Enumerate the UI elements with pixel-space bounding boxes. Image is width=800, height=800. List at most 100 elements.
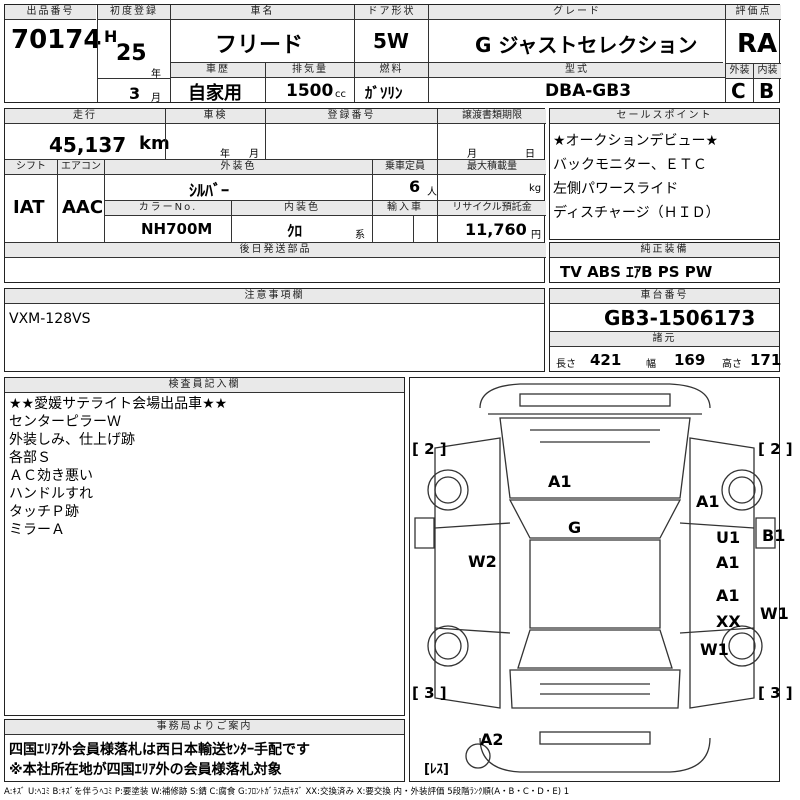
door-type: 5W <box>373 29 409 53</box>
inspector-note: タッチＰ跡 <box>9 504 79 520</box>
damage-a1-hood: A1 <box>548 472 572 491</box>
sales-line: ★オークションデビュー★ <box>553 133 719 149</box>
displacement: 1500 <box>286 81 334 101</box>
office-box: 事務局よりご案内 四国ｴﾘｱ外会員様落札は西日本輸送ｾﾝﾀｰ手配です ※本社所在… <box>4 719 405 782</box>
inspector-label: 検査員記入欄 <box>5 378 404 393</box>
inspection-label: 車検 <box>166 109 265 124</box>
equipment: TV ABS ｴｱB PS PW <box>560 263 713 281</box>
inspector-notes: ★★愛媛サテライト会場出品車★★ センターピラーＷ 外装しみ、仕上げ跡 各部Ｓ … <box>9 395 227 539</box>
inspector-note: ハンドルすれ <box>9 486 93 502</box>
score: RA <box>737 29 778 59</box>
office-label: 事務局よりご案内 <box>5 720 404 735</box>
score-label: 評価点 <box>726 5 781 20</box>
inspector-note: ＡＣ効き悪い <box>9 468 93 484</box>
import-label: 輸入車 <box>373 201 437 216</box>
damage-g-windshield: G <box>568 518 582 537</box>
model-code: DBA-GB3 <box>545 81 632 101</box>
inspector-note: センターピラーＷ <box>9 414 121 430</box>
ac-label: エアコン <box>58 160 104 175</box>
color-no-label: カラーNo. <box>105 201 231 216</box>
equipment-label: 純正装備 <box>550 243 779 258</box>
tire-rear-left: [ 3 ] <box>412 684 447 702</box>
lot-label: 出品番号 <box>5 5 96 20</box>
tire-front-left: [ 2 ] <box>412 440 447 458</box>
transfer-label: 譲渡書類期限 <box>438 109 546 124</box>
exterior-label: 外装 <box>726 64 753 79</box>
seats-label: 乗車定員 <box>373 160 437 175</box>
int-color-unit: 系 <box>355 230 365 241</box>
load-unit: kg <box>529 183 542 194</box>
inspector-note: ★★愛媛サテライト会場出品車★★ <box>9 396 228 412</box>
yen-unit: 円 <box>531 230 541 241</box>
interior-color-label: 内装色 <box>232 201 372 216</box>
damage-map-box: [ 2 ] [ 2 ] [ 3 ] [ 3 ] A1 A1 G W2 U1 B1… <box>409 377 793 782</box>
chassis-label: 車台番号 <box>550 289 779 304</box>
interior-label: 内装 <box>754 64 781 79</box>
car-diagram <box>414 383 776 773</box>
year-unit: 年 <box>151 69 161 80</box>
sales-point-label: セールスポイント <box>550 109 779 124</box>
length-label: 長さ <box>556 359 576 370</box>
spare-tire-status: [ﾚｽ] <box>424 762 449 777</box>
door-label: ドア形状 <box>355 5 428 20</box>
sales-point-box: セールスポイント ★オークションデビュー★ バックモニター、ＥＴＣ 左側パワース… <box>549 108 780 240</box>
color-label: 外装色 <box>105 160 372 175</box>
exterior-grade: C <box>731 79 746 103</box>
office-line: ※本社所在地が四国ｴﾘｱ外の会員様落札対象 <box>9 762 282 778</box>
mileage-label: 走行 <box>5 109 165 124</box>
fuel: ｶﾞｿﾘﾝ <box>365 84 403 102</box>
vehicle-detail-box: 走行 45,137 km 車検 年 月 登録番号 譲渡書類期限 月 日 シフト … <box>4 108 546 283</box>
displacement-label: 排気量 <box>266 63 354 78</box>
damage-w2: W2 <box>468 552 497 571</box>
damage-b1: B1 <box>762 526 786 545</box>
cc-unit: cc <box>335 89 346 100</box>
seats: 6 <box>409 177 421 196</box>
later-parts-label: 後日発送部品 <box>5 243 546 258</box>
first-reg-label: 初度登録 <box>98 5 170 20</box>
seats-unit: 人 <box>427 187 437 198</box>
month-unit: 月 <box>151 93 161 104</box>
recycle-fee: 11,760 <box>465 220 527 239</box>
lot-number: 70174 <box>11 25 102 55</box>
model-label: 型式 <box>429 63 725 78</box>
transfer-month: 月 <box>467 149 477 160</box>
reg-month: 3 <box>129 84 141 103</box>
car-name: フリード <box>215 33 304 58</box>
inspect-month-unit: 月 <box>249 149 259 160</box>
km-unit: km <box>139 133 170 154</box>
tire-rear-right: [ 3 ] <box>758 684 793 702</box>
width: 169 <box>674 351 706 369</box>
load-label: 最大積載量 <box>438 160 546 175</box>
caution-box: 注意事項欄 VXM-128VS <box>4 288 545 372</box>
caution-label: 注意事項欄 <box>5 289 544 304</box>
inspector-note: ミラーＡ <box>9 522 65 538</box>
sales-line: ディスチャージ（ＨＩＤ） <box>553 205 720 221</box>
equipment-box: 純正装備 TV ABS ｴｱB PS PW <box>549 242 780 283</box>
reg-number-label: 登録番号 <box>266 109 437 124</box>
width-label: 幅 <box>646 359 656 370</box>
grade: G ジャストセレクション <box>475 33 698 57</box>
recycle-label: リサイクル預託金 <box>438 201 546 216</box>
reg-year: 25 <box>116 41 147 66</box>
air-conditioner: AAC <box>62 197 104 218</box>
caution-text: VXM-128VS <box>9 311 91 327</box>
history-label: 車歴 <box>171 63 265 78</box>
damage-a1-door: A1 <box>716 553 740 572</box>
damage-w1-rear: W1 <box>700 640 729 659</box>
length: 421 <box>590 351 622 369</box>
chassis-box: 車台番号 GB3-1506173 諸元 長さ 421 幅 169 高さ 171 <box>549 288 782 372</box>
sales-line: 左側パワースライド <box>553 181 679 197</box>
interior-color: ｸﾛ <box>287 222 303 240</box>
era: H <box>104 27 118 46</box>
mileage: 45,137 <box>49 133 127 157</box>
damage-xx: XX <box>716 612 741 631</box>
damage-a2: A2 <box>480 730 504 749</box>
height: 171 <box>750 351 782 369</box>
chassis-number: GB3-1506173 <box>604 306 756 330</box>
history: 自家用 <box>188 83 242 104</box>
office-line: 四国ｴﾘｱ外会員様落札は西日本輸送ｾﾝﾀｰ手配です <box>9 742 310 758</box>
damage-a1-door-rear: A1 <box>716 586 740 605</box>
legend: A:ｷｽﾞ U:ﾍｺﾐ B:ｷｽﾞを伴うﾍｺﾐ P:要塗装 W:補修跡 S:錆 … <box>4 787 570 797</box>
inspect-year-unit: 年 <box>220 149 230 160</box>
height-label: 高さ <box>722 359 742 370</box>
